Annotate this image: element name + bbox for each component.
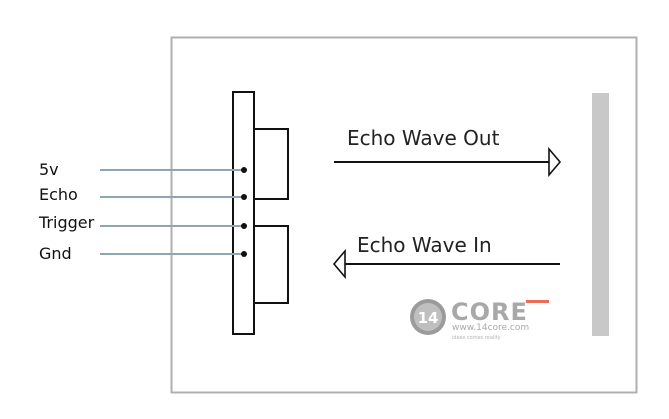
wave-in-label: Echo Wave In <box>357 233 492 257</box>
receiver <box>253 225 289 304</box>
reflecting-surface <box>592 93 609 336</box>
pin-label-gnd: Gnd <box>39 244 72 263</box>
wave-out-arrowhead <box>548 146 562 178</box>
logo-brand-accent <box>526 300 549 303</box>
sensor-body <box>232 91 255 335</box>
watermark-logo: 14 CORE www.14core.com ideas comes reali… <box>410 298 549 341</box>
wave-in-arrowhead <box>332 248 346 280</box>
pin-label-5v: 5v <box>39 160 59 179</box>
pin-dot-5v <box>241 167 247 173</box>
pin-label-trigger: Trigger <box>38 213 95 232</box>
wave-out-label: Echo Wave Out <box>347 126 500 150</box>
logo-brand: CORE <box>451 298 528 326</box>
logo-tagline: ideas comes reality <box>452 335 501 341</box>
pin-label-echo: Echo <box>39 185 78 204</box>
pin-dot-echo <box>241 194 247 200</box>
logo-number: 14 <box>418 309 439 327</box>
pin-dot-gnd <box>241 251 247 257</box>
transmitter <box>253 128 289 200</box>
pin-dot-trigger <box>241 223 247 229</box>
logo-url: www.14core.com <box>452 323 529 333</box>
enclosure-frame <box>170 36 638 394</box>
